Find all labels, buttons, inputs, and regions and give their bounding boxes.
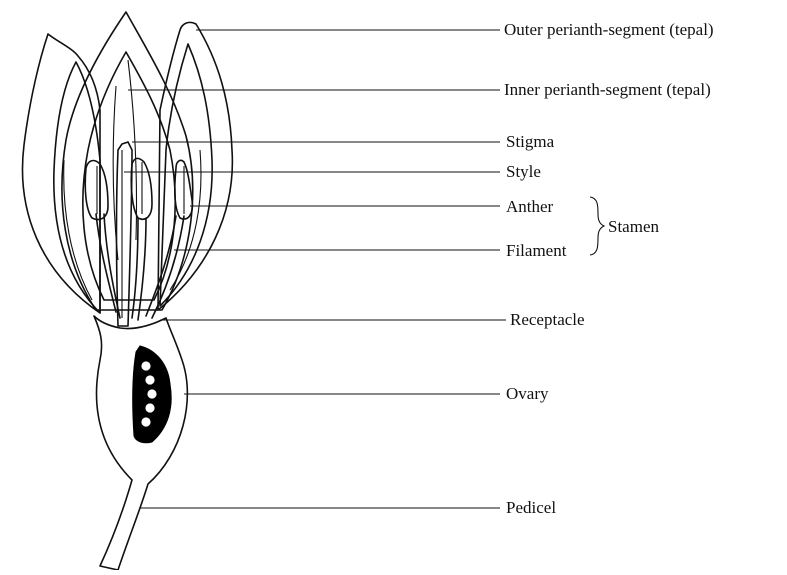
flower-illustration [23,12,233,570]
outer-tepal-right [158,22,232,310]
filaments [96,214,184,320]
style [117,142,133,326]
label-stamen: Stamen [608,217,659,236]
label-style: Style [506,162,541,181]
label-receptacle: Receptacle [510,310,585,329]
label-inner-tepal: Inner perianth-segment (tepal) [504,80,711,99]
label-anther: Anther [506,197,554,216]
labels: Outer perianth-segment (tepal) Inner per… [504,20,714,517]
anthers [85,158,192,219]
label-ovary: Ovary [506,384,549,403]
receptacle-ovary-pedicel [94,316,187,570]
label-outer-tepal: Outer perianth-segment (tepal) [504,20,714,39]
label-pedicel: Pedicel [506,498,556,517]
label-stigma: Stigma [506,132,555,151]
stamen-brace [590,197,604,255]
label-filament: Filament [506,241,567,260]
